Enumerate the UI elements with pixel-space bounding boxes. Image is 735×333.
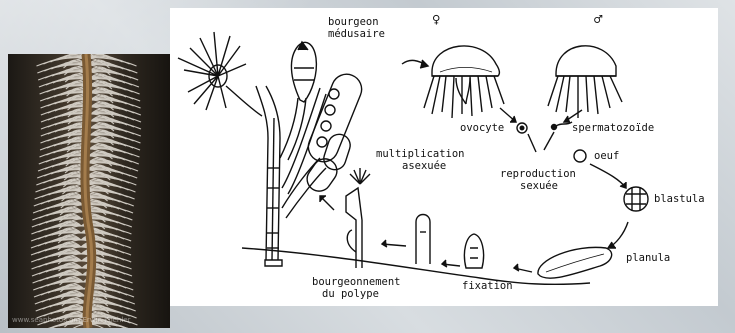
medusa-bud — [291, 42, 316, 102]
label-oeuf: oeuf — [594, 150, 619, 162]
hydranth — [178, 32, 262, 116]
photo-credit: www.seaphoto.com Erwin Koehler — [12, 316, 131, 324]
blastula-cell — [624, 187, 648, 211]
label-blastula: blastula — [654, 193, 705, 205]
polyp-colony — [256, 86, 326, 266]
planula-larva — [538, 247, 612, 278]
label-fixation: fixation — [462, 280, 513, 292]
label-bourgeonnement: bourgeonnement — [312, 276, 401, 288]
label-ovocyte: ovocyte — [460, 122, 504, 134]
female-symbol: ♀ — [432, 14, 440, 26]
budding-polyp — [346, 168, 370, 268]
fixation-larva — [464, 234, 483, 268]
label-medusaire: médusaire — [328, 28, 385, 40]
label-bourgeon: bourgeon — [328, 16, 379, 28]
oeuf-cell — [574, 150, 586, 162]
arrow-ovocyte-to-oeuf — [528, 134, 536, 152]
young-polyp — [416, 215, 430, 265]
label-du-polype: du polype — [322, 288, 379, 300]
label-sexuee: sexuée — [520, 180, 558, 192]
label-reproduction: reproduction — [500, 168, 576, 180]
label-asexuee: asexuée — [402, 160, 446, 172]
label-multiplication: multiplication — [376, 148, 465, 160]
hydroid-colony-photo: www.seaphoto.com Erwin Koehler — [8, 54, 170, 328]
arrow-spermatozoide-to-oeuf — [544, 132, 554, 150]
label-spermatozoide: spermatozoïde — [572, 122, 654, 134]
label-planula: planula — [626, 252, 670, 264]
hydrozoan-life-cycle-diagram: bourgeon médusaire ♀ ♂ ovocyte spermatoz… — [170, 8, 718, 306]
spermatozoide-cell — [552, 122, 573, 130]
male-medusa — [548, 46, 622, 118]
female-medusa — [424, 46, 504, 118]
hydroid-colony-drawing — [8, 54, 170, 328]
arrow-oeuf-to-blastula — [590, 164, 626, 188]
male-symbol: ♂ — [594, 14, 602, 26]
